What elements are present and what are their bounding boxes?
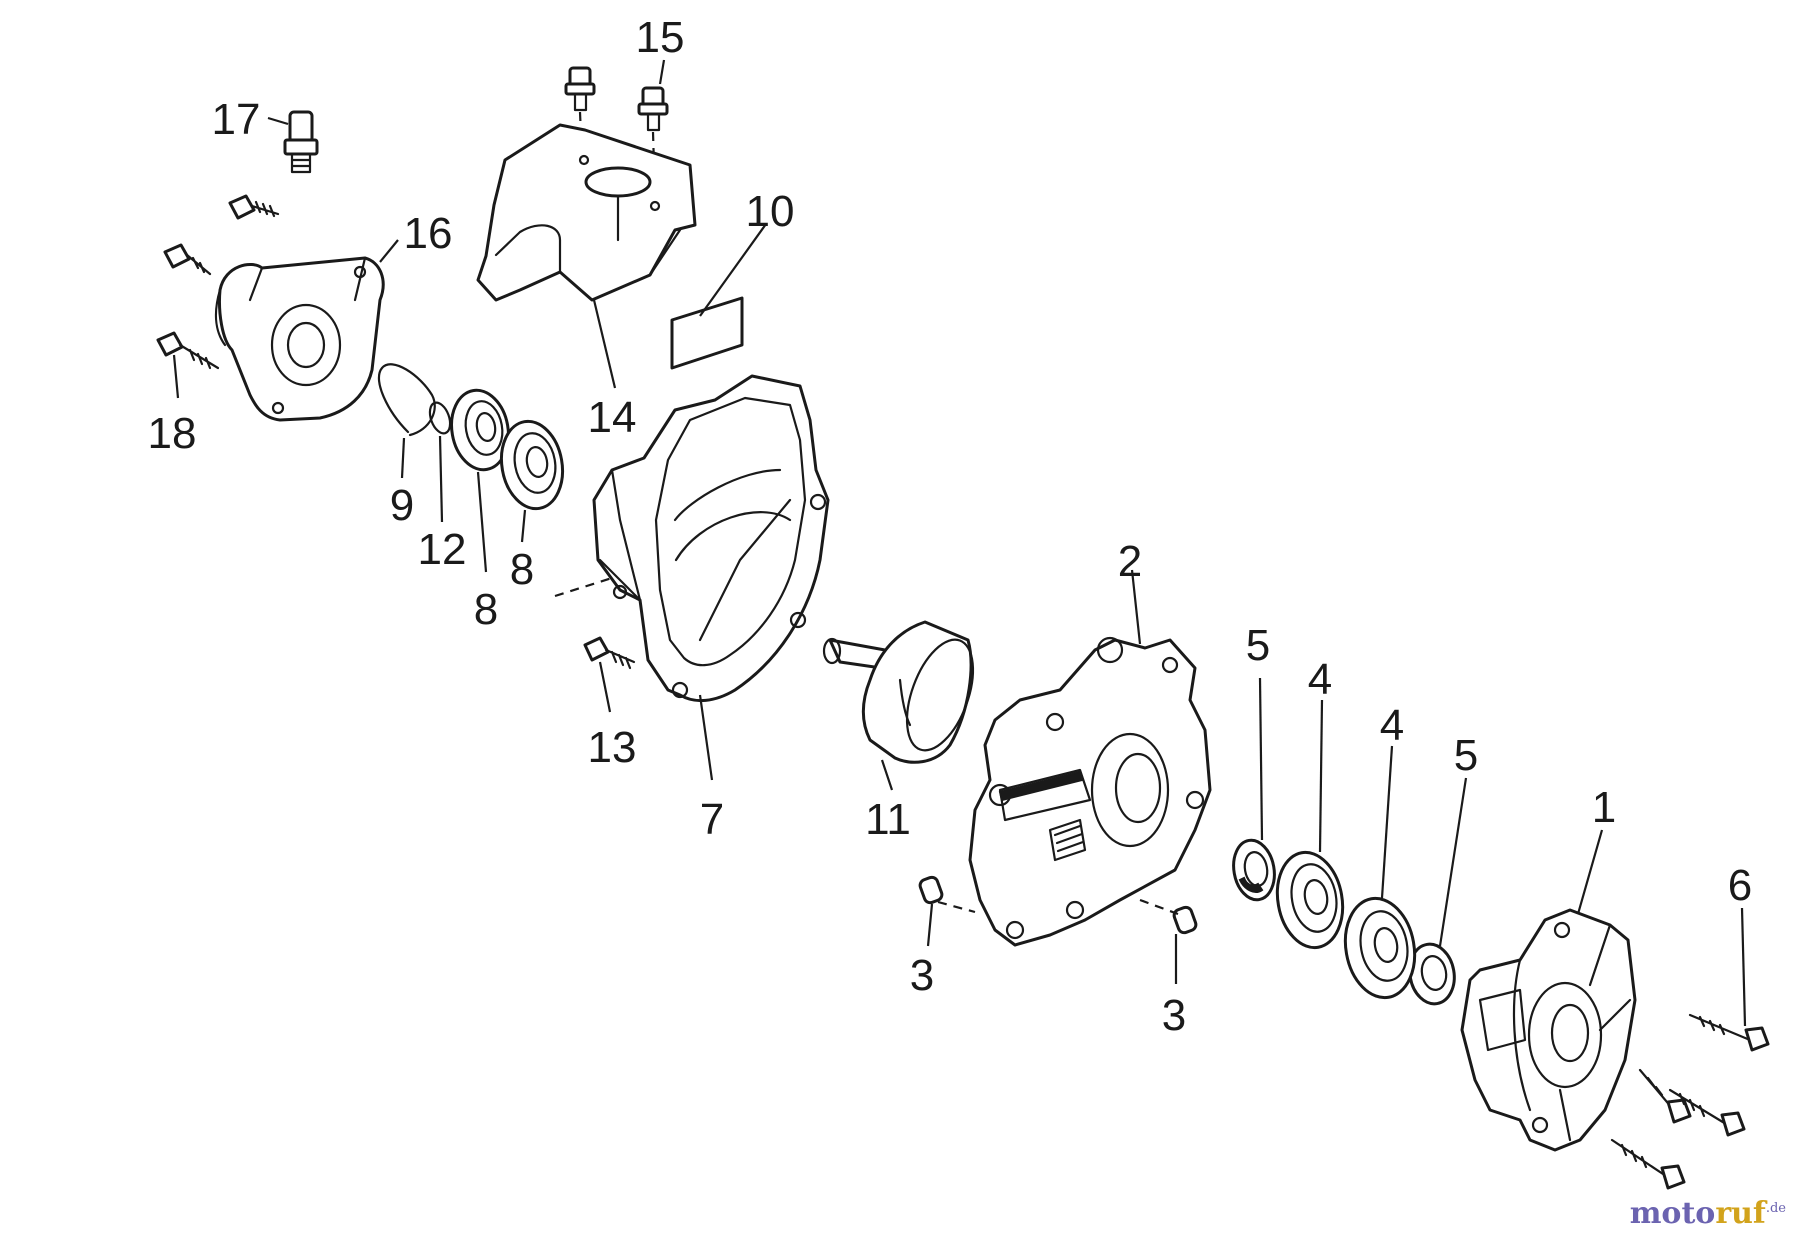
callout-13: 13	[588, 723, 637, 772]
watermark-part2: ruf	[1715, 1196, 1766, 1231]
callout-12: 12	[418, 525, 467, 574]
callout-10: 10	[746, 187, 795, 236]
callout-18: 18	[148, 409, 197, 458]
callout-9: 9	[390, 481, 414, 530]
callout-5a: 5	[1246, 621, 1270, 670]
part-2-crankcase	[968, 569, 1212, 947]
callout-2: 2	[1118, 537, 1142, 586]
callout-17: 17	[212, 95, 261, 144]
part-17-bolt	[267, 110, 319, 174]
part-3-dowel-pins	[918, 875, 1198, 984]
part-7-fan-housing	[554, 374, 830, 781]
callout-3a: 3	[910, 951, 934, 1000]
part-8-bearings	[450, 388, 565, 573]
part-6-bolts	[1610, 907, 1770, 1190]
part-4-bearings	[1275, 699, 1417, 1000]
watermark-suffix: .de	[1765, 1201, 1786, 1216]
callout-3b: 3	[1162, 991, 1186, 1040]
part-14-fan-cover	[476, 123, 697, 389]
part-18-screws	[156, 194, 280, 399]
part-10-label	[670, 223, 767, 370]
callout-8a: 8	[510, 545, 534, 594]
callout-7: 7	[700, 795, 724, 844]
callout-16: 16	[404, 209, 453, 258]
part-1-housing	[1460, 829, 1637, 1152]
watermark-part1: moto	[1629, 1196, 1716, 1231]
part-11-clutch-drum	[822, 620, 975, 791]
callout-14: 14	[588, 393, 637, 442]
callout-15: 15	[636, 13, 685, 62]
watermark-logo: motoruf.de	[1630, 1196, 1786, 1231]
callout-4b: 4	[1380, 701, 1404, 750]
part-16-cover	[214, 239, 399, 422]
callout-5b: 5	[1454, 731, 1478, 780]
part-13-screw	[583, 636, 636, 713]
callout-1: 1	[1592, 783, 1616, 832]
part-12-ring	[428, 401, 452, 523]
callout-4a: 4	[1308, 655, 1332, 704]
callout-8b: 8	[474, 585, 498, 634]
callout-11: 11	[865, 795, 911, 844]
part-9-snap-ring	[377, 363, 436, 479]
callout-6: 6	[1728, 861, 1752, 910]
